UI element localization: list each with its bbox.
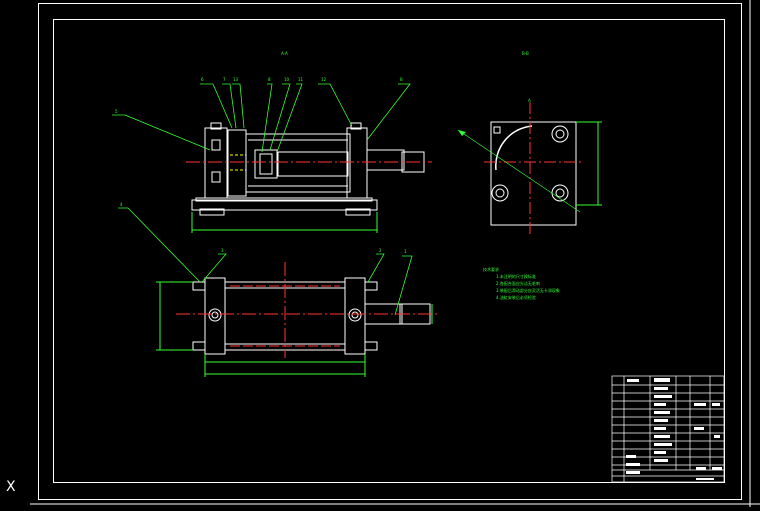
- front-view: [186, 122, 432, 233]
- section-mark: A: [528, 98, 531, 103]
- balloon-11: 11: [298, 77, 304, 82]
- balloon-13: 13: [233, 77, 239, 82]
- balloon-7: 7: [223, 77, 226, 82]
- notes-line-4: 4.油缸安装后必须检验: [496, 295, 536, 300]
- sheet-border-outer: [38, 3, 742, 500]
- side-view: [457, 102, 602, 235]
- balloon-1: 1: [404, 249, 407, 254]
- top-view-leaders: [118, 207, 413, 316]
- balloon-6: 6: [201, 77, 204, 82]
- title-block: [611, 375, 725, 483]
- front-view-label: A-A: [281, 51, 288, 56]
- balloon-5: 5: [115, 109, 118, 114]
- side-view-label: B-B: [522, 51, 529, 56]
- title-block-fills: [626, 378, 722, 480]
- balloon-12: 12: [321, 77, 327, 82]
- balloon-2: 2: [379, 248, 382, 253]
- notes-line-1: 1.未注明的尺寸按标准: [496, 274, 536, 279]
- top-view: [156, 262, 440, 377]
- balloon-B: B: [400, 77, 403, 82]
- balloon-10: 10: [284, 77, 290, 82]
- sheet-border-inner: [53, 19, 725, 483]
- axis-x-icon: X: [6, 479, 16, 495]
- notes-title: 技术要求: [483, 267, 499, 272]
- notes-line-2: 2.各配合面应光洁无毛刺: [496, 281, 540, 286]
- balloon-4: 4: [120, 202, 123, 207]
- balloon-8: 8: [268, 77, 271, 82]
- balloon-3: 3: [221, 248, 224, 253]
- notes-line-3: 3.装配后滑动部分应灵活无卡滞现象: [496, 288, 560, 293]
- front-view-leaders: [112, 83, 411, 153]
